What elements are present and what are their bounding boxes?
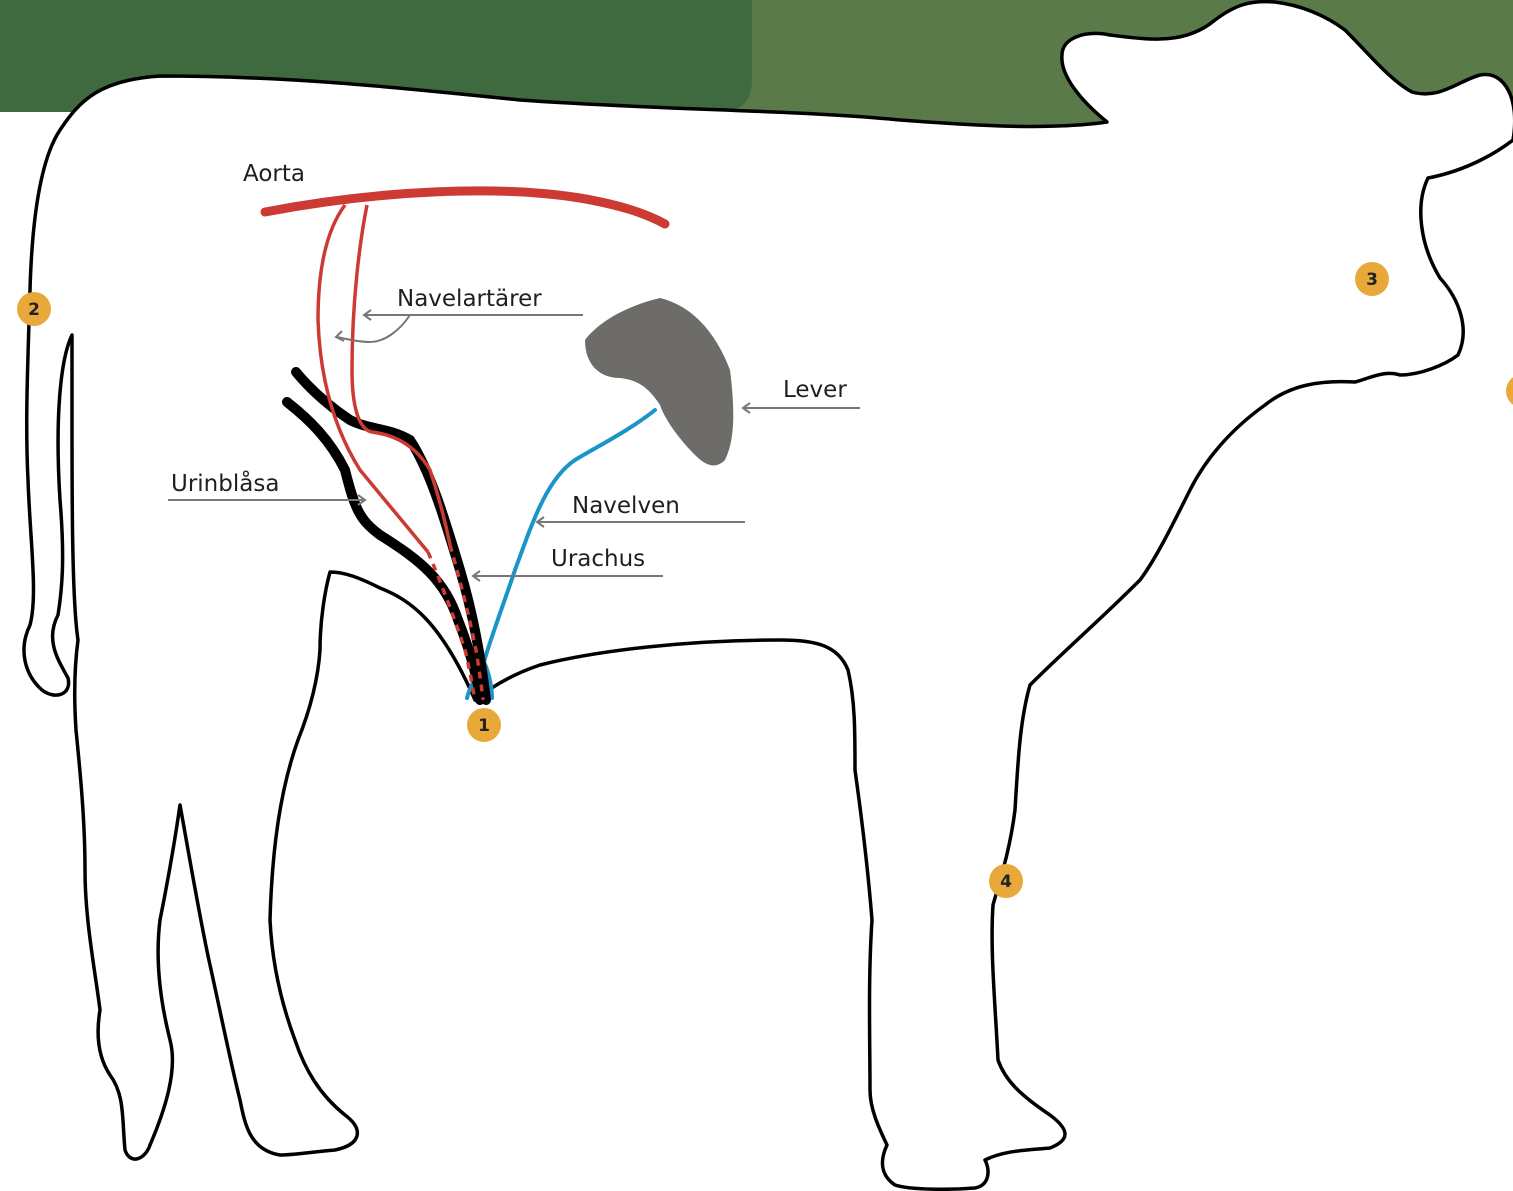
marker-number: 1 <box>478 716 490 736</box>
marker-number: 2 <box>28 300 40 320</box>
marker-3: 3 <box>1355 262 1389 296</box>
marker-4: 4 <box>989 864 1023 898</box>
marker-2: 2 <box>17 292 51 326</box>
label-aorta: Aorta <box>243 161 305 187</box>
label-lever: Lever <box>783 377 847 403</box>
marker-number: 3 <box>1366 270 1378 290</box>
label-navelartarer: Navelartärer <box>397 286 542 312</box>
marker-partial-edge <box>1506 374 1513 408</box>
label-urinblasa: Urinblåsa <box>171 469 279 497</box>
marker-number: 4 <box>1000 872 1012 892</box>
label-navelven: Navelven <box>572 493 680 519</box>
marker-1: 1 <box>467 708 501 742</box>
label-urachus: Urachus <box>551 546 645 572</box>
